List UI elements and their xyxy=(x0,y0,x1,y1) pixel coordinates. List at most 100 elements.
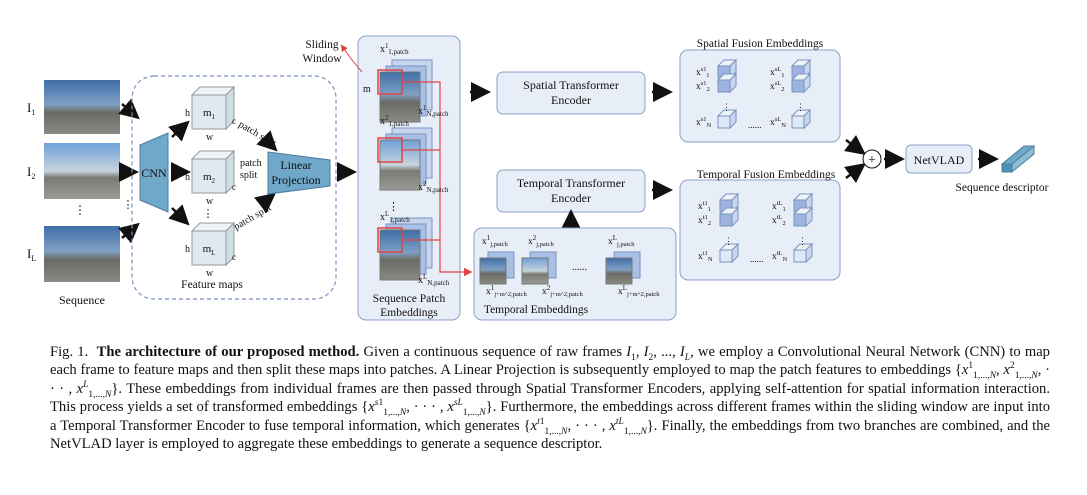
svg-text:x21,patch: x21,patch xyxy=(380,114,409,128)
svg-text:⋮: ⋮ xyxy=(388,201,399,213)
svg-text:x1j,patch: x1j,patch xyxy=(482,234,509,248)
svg-text:w: w xyxy=(206,196,214,207)
temporal-embedding-2: x2j,patch x2j+m^2,patch xyxy=(521,234,584,298)
svg-text:c: c xyxy=(232,116,236,126)
temporal-embedding-1: x1j,patch x1j+m^2,patch xyxy=(479,234,528,298)
patch-stack-L: xL1,patch xLN,patch xyxy=(377,210,450,287)
svg-text:⋮: ⋮ xyxy=(722,102,731,112)
svg-text:x1j+m^2,patch: x1j+m^2,patch xyxy=(486,284,528,298)
svg-text:Encoder: Encoder xyxy=(551,93,591,107)
svg-text:⋮: ⋮ xyxy=(123,199,134,211)
feature-maps-label: Feature maps xyxy=(181,279,243,291)
svg-text:xt11: xt11 xyxy=(698,200,711,213)
svg-text:xsL1: xsL1 xyxy=(770,66,785,79)
svg-text:h: h xyxy=(185,172,190,183)
svg-text:Projection: Projection xyxy=(271,173,320,187)
svg-text:⋮: ⋮ xyxy=(724,236,733,246)
frame-label-L: IL xyxy=(27,246,36,263)
patch-split-label-3: patch split xyxy=(232,202,274,232)
svg-text:xt12: xt12 xyxy=(698,214,711,227)
temporal-embeddings-label: Temporal Embeddings xyxy=(484,304,589,316)
svg-text:Embeddings: Embeddings xyxy=(380,307,438,319)
netvlad-label: NetVLAD xyxy=(914,153,965,167)
svg-text:xLj,patch: xLj,patch xyxy=(608,234,635,248)
svg-text:......: ...... xyxy=(750,254,764,264)
svg-text:m1: m1 xyxy=(203,107,216,121)
svg-text:⋮: ⋮ xyxy=(796,102,805,112)
svg-text:xL1,patch: xL1,patch xyxy=(380,210,410,224)
cnn-block xyxy=(139,132,169,213)
svg-text:xsLN: xsLN xyxy=(770,116,786,129)
svg-text:Spatial Transformer: Spatial Transformer xyxy=(523,78,619,92)
svg-text:⋮: ⋮ xyxy=(798,236,807,246)
patch-m-label: m xyxy=(363,84,371,95)
svg-text:x2j+m^2,patch: x2j+m^2,patch xyxy=(542,284,584,298)
feature-map-L: mL h w c xyxy=(185,221,236,279)
svg-text:c: c xyxy=(232,182,236,192)
svg-text:h: h xyxy=(185,244,190,255)
svg-text:w: w xyxy=(206,132,214,143)
svg-text:x2j,patch: x2j,patch xyxy=(528,234,555,248)
sequence-descriptor-label: Sequence descriptor xyxy=(956,182,1049,194)
svg-text:Encoder: Encoder xyxy=(551,191,591,205)
svg-text:split: split xyxy=(240,170,257,181)
spatial-fusion-label: Spatial Fusion Embeddings xyxy=(697,38,824,50)
svg-text:h: h xyxy=(185,108,190,119)
svg-text:xsL2: xsL2 xyxy=(770,80,785,93)
frame-label-2: I2 xyxy=(27,164,35,181)
frame-label-1: I1 xyxy=(27,100,35,117)
temporal-fusion-label: Temporal Fusion Embeddings xyxy=(697,169,836,181)
spatial-transformer-encoder xyxy=(496,71,646,115)
frame-image-L xyxy=(44,226,120,282)
svg-text:xtLN: xtLN xyxy=(772,250,788,263)
netvlad-block xyxy=(905,144,973,174)
svg-text:xLN,patch: xLN,patch xyxy=(418,273,450,287)
svg-text:xs12: xs12 xyxy=(696,80,710,93)
sliding-window-label: Sliding xyxy=(305,39,338,51)
figure-caption: Fig. 1. The architecture of our proposed… xyxy=(50,344,1050,453)
feature-extraction-region xyxy=(131,75,337,300)
sequence-label: Sequence xyxy=(59,293,105,307)
linear-projection-block xyxy=(267,151,331,195)
svg-text:x2N,patch: x2N,patch xyxy=(418,180,449,194)
temporal-embedding-L: xLj,patch xLj+m^2,patch xyxy=(605,234,660,298)
svg-text:⋮: ⋮ xyxy=(203,208,214,220)
sequence-descriptor-icon xyxy=(1000,144,1036,174)
svg-text:xs11: xs11 xyxy=(696,66,710,79)
svg-text:x1N,patch: x1N,patch xyxy=(418,104,449,118)
svg-text:Temporal Transformer: Temporal Transformer xyxy=(517,176,625,190)
frame-image-2 xyxy=(44,143,120,199)
svg-text:xs1N: xs1N xyxy=(696,116,712,129)
patch-split-label-2: patch xyxy=(240,158,262,169)
patch-stack-2: x21,patch x2N,patch xyxy=(377,114,449,194)
feature-map-1: m1 h w c xyxy=(185,85,236,143)
svg-text:c: c xyxy=(232,252,236,262)
cnn-label: CNN xyxy=(141,166,167,180)
svg-text:xtL2: xtL2 xyxy=(772,214,786,227)
linear-projection-label: Linear xyxy=(280,158,311,172)
svg-text:......: ...... xyxy=(572,262,587,273)
svg-text:m2: m2 xyxy=(203,171,216,185)
sequence-frames: I1 I2 IL ⋮ Sequence xyxy=(27,80,120,307)
svg-text:......: ...... xyxy=(748,120,762,130)
svg-text:xLj+m^2,patch: xLj+m^2,patch xyxy=(618,284,660,298)
temporal-fusion-panel xyxy=(679,179,841,281)
architecture-diagram: I1 I2 IL ⋮ Sequence ⋮ CNN m1 h w c m2 h … xyxy=(27,35,1049,321)
svg-text:xt1N: xt1N xyxy=(698,250,713,263)
temporal-embeddings-panel xyxy=(473,227,677,321)
patch-stack-1: x11,patch x1N,patch m xyxy=(363,42,449,123)
frame-image-1 xyxy=(44,80,120,134)
feature-map-2: m2 h w c xyxy=(185,149,236,207)
combine-plus-icon xyxy=(862,149,882,169)
svg-text:mL: mL xyxy=(203,243,216,257)
svg-text:Window: Window xyxy=(302,53,342,65)
svg-text:x11,patch: x11,patch xyxy=(380,42,409,56)
svg-text:w: w xyxy=(206,268,214,279)
svg-text:xtL1: xtL1 xyxy=(772,200,786,213)
sequence-patch-embeddings-label: Sequence Patch xyxy=(373,293,446,305)
frame-dots: ⋮ xyxy=(74,203,86,217)
